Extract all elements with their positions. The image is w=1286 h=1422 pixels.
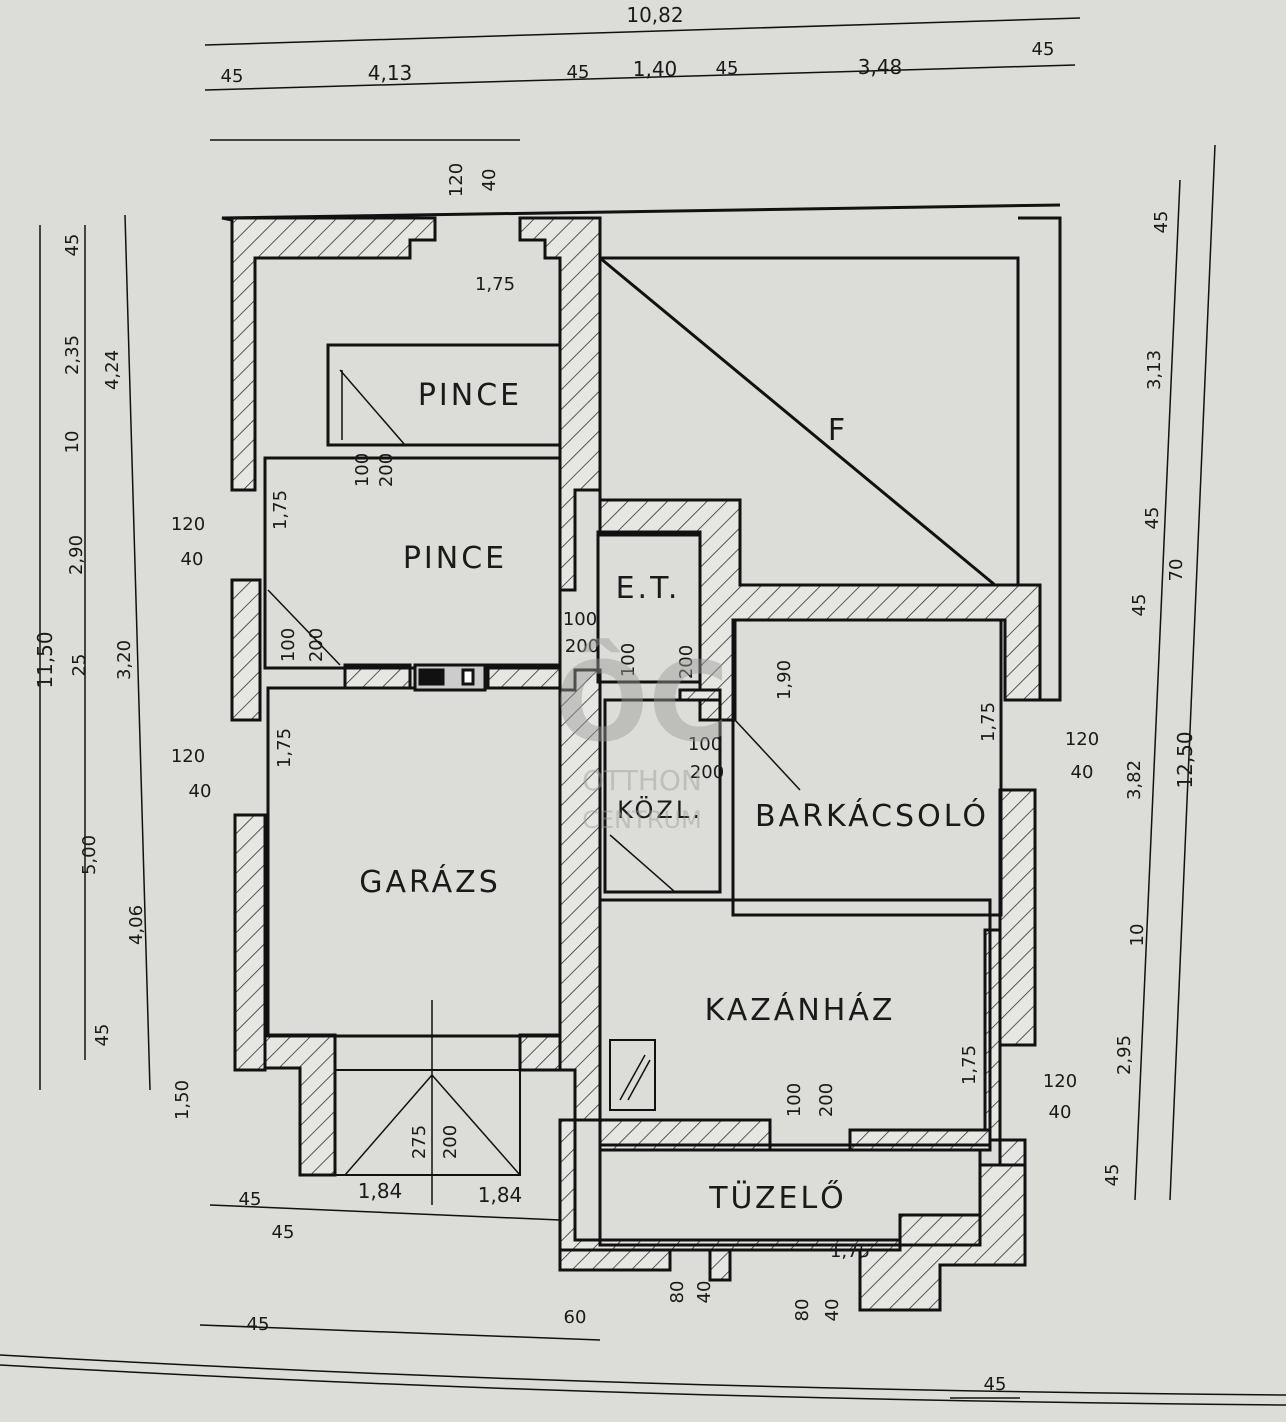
dim-tuzelo-win2-w: 80 — [792, 1299, 813, 1322]
dim-door-et-w: 100 — [563, 609, 597, 630]
dim-left-a5: 25 — [69, 654, 90, 677]
dim-garazs-win-h: 120 — [171, 746, 205, 767]
room-label-tuzelo: TÜZELŐ — [708, 1179, 847, 1216]
dim-left-a7: 45 — [92, 1024, 113, 1047]
dim-barkacs-h: 1,90 — [774, 660, 795, 700]
dim-tuzelo-win1-h: 40 — [694, 1281, 715, 1304]
dim-top-win-h: 120 — [446, 163, 467, 197]
dim-top-2: 4,13 — [368, 61, 413, 85]
dim-barkacs-win-w: 40 — [1071, 762, 1094, 783]
room-label-kozl: KÖZL. — [617, 795, 703, 824]
dim-garazs-win-w: 40 — [189, 781, 212, 802]
dim-door-kazan-w: 100 — [784, 1083, 805, 1117]
room-label-kazanhaz: KAZÁNHÁZ — [705, 992, 896, 1028]
dimension-lines — [0, 17, 1286, 1406]
dim-left-total: 11,50 — [33, 631, 57, 688]
dim-top-3: 45 — [567, 62, 590, 83]
dim-bottom-2: 45 — [272, 1222, 295, 1243]
dim-top-5: 45 — [716, 58, 739, 79]
dim-door-et2-h: 200 — [676, 645, 697, 679]
dim-right-r9: 45 — [1102, 1164, 1123, 1187]
dim-right-r4: 70 — [1166, 559, 1187, 582]
dim-right-total: 12,50 — [1173, 731, 1197, 788]
dim-top-1: 45 — [221, 66, 244, 87]
dim-garazs-door-w: 275 — [409, 1125, 430, 1159]
dim-tuzelo-win1-w: 80 — [667, 1281, 688, 1304]
dim-left-a4: 2,90 — [66, 535, 87, 575]
dim-pince-mid-win-h: 120 — [171, 514, 205, 535]
dim-pince-mid-win-w: 40 — [181, 549, 204, 570]
dim-pince-mid-sill: 1,75 — [270, 490, 291, 530]
dim-door-pince-mid-w: 100 — [278, 628, 299, 662]
dim-top-total: 10,82 — [626, 3, 683, 27]
dim-door-et2-w: 100 — [618, 643, 639, 677]
dim-bottom-5: 45 — [247, 1314, 270, 1335]
dim-top-win-w: 40 — [479, 169, 500, 192]
room-outlines — [221, 203, 1062, 1247]
dim-right-r2: 3,13 — [1144, 350, 1165, 390]
room-label-f: F — [828, 413, 848, 448]
dim-right-r8: 2,95 — [1114, 1035, 1135, 1075]
dim-left-a1: 45 — [62, 234, 83, 257]
dim-right-r6: 3,82 — [1124, 760, 1145, 800]
dim-top-6: 3,48 — [858, 55, 903, 79]
dim-door-pince-mid-h: 200 — [306, 628, 327, 662]
dim-right-r1: 45 — [1151, 211, 1172, 234]
dim-kazan-win-h: 120 — [1043, 1071, 1077, 1092]
dim-tuzelo-sill: 1,75 — [830, 1241, 870, 1262]
dim-bottom-4: 1,84 — [478, 1183, 523, 1207]
dim-tuzelo-win2-h: 40 — [822, 1299, 843, 1322]
dim-top-7: 45 — [1032, 39, 1055, 60]
dim-barkacs-sill: 1,75 — [978, 702, 999, 742]
dim-left-b2: 3,20 — [114, 640, 135, 680]
dim-bottom-3: 1,84 — [358, 1179, 403, 1203]
dim-bottom-1: 45 — [239, 1189, 262, 1210]
room-label-pince-top: PINCE — [418, 378, 522, 413]
dim-right-r5: 45 — [1129, 594, 1150, 617]
dim-door-kozl-h: 200 — [690, 762, 724, 783]
dim-garazs-door-h: 200 — [440, 1125, 461, 1159]
dim-top-4: 1,40 — [633, 57, 678, 81]
room-label-pince-mid: PINCE — [403, 541, 507, 576]
watermark-line2: CENTRUM — [582, 806, 701, 834]
dim-right-r3: 45 — [1142, 507, 1163, 530]
dim-door-et-h: 200 — [565, 636, 599, 657]
room-label-garazs: GARÁZS — [359, 864, 501, 900]
dim-kazan-win-w: 40 — [1049, 1102, 1072, 1123]
dim-door-kozl-w: 100 — [688, 734, 722, 755]
dim-kazan-sill: 1,75 — [959, 1045, 980, 1085]
dim-door-kazan-h: 200 — [816, 1083, 837, 1117]
dim-left-b3: 4,06 — [126, 905, 147, 945]
dim-left-a3: 10 — [62, 431, 83, 454]
dim-door-pince-top-h: 200 — [376, 453, 397, 487]
watermark-logo: ÔC — [555, 638, 729, 766]
dim-left-a2: 2,35 — [62, 335, 83, 375]
room-label-et: E.T. — [616, 571, 681, 606]
watermark-line1: OTTHON — [582, 764, 702, 797]
dim-bottom-6: 60 — [564, 1307, 587, 1328]
room-label-barkacsolo: BARKÁCSOLÓ — [755, 797, 989, 834]
dim-left-a6: 5,00 — [79, 835, 100, 875]
watermark: ÔC OTTHON CENTRUM — [555, 638, 729, 834]
dim-left-b1: 4,24 — [102, 350, 123, 390]
dim-door-pince-top-w: 100 — [352, 453, 373, 487]
dim-left-c1: 1,50 — [172, 1080, 193, 1120]
dim-barkacs-win-h: 120 — [1065, 729, 1099, 750]
dim-right-r7: 10 — [1127, 924, 1148, 947]
dim-bottom-7: 45 — [984, 1374, 1007, 1395]
dim-pince-top-sill: 1,75 — [475, 274, 515, 295]
dim-garazs-sill: 1,75 — [274, 728, 295, 768]
